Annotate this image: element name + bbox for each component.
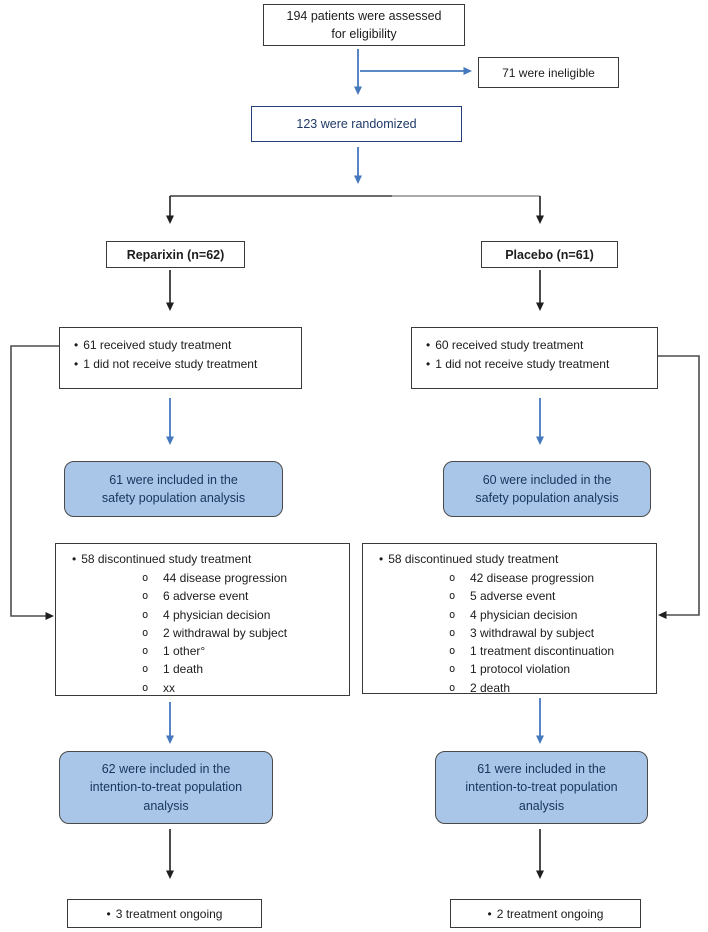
ongoing-box-right: 2 treatment ongoing bbox=[450, 899, 641, 928]
discontinued-item: 6 adverse event bbox=[56, 587, 345, 605]
circle-bullet bbox=[449, 642, 470, 660]
received-item: 61 received study treatment bbox=[74, 336, 293, 355]
received-box-right: 60 received study treatment 1 did not re… bbox=[411, 327, 658, 389]
discontinued-item: 1 treatment discontinuation bbox=[363, 642, 652, 660]
discontinued-item: 1 death bbox=[56, 660, 345, 678]
circle-bullet bbox=[142, 660, 163, 678]
discontinued-item: 42 disease progression bbox=[363, 569, 652, 587]
reparixin-label-text: Reparixin (n=62) bbox=[126, 247, 225, 262]
circle-bullet bbox=[449, 679, 470, 697]
safety-population-box-left: 61 were included in the safety populatio… bbox=[64, 461, 283, 517]
discontinued-item: 4 physician decision bbox=[56, 606, 345, 624]
itt-text: 62 were included in the intention-to-tre… bbox=[89, 761, 243, 813]
circle-bullet bbox=[142, 624, 163, 642]
routing-received-to-discontinued-left bbox=[10, 345, 59, 620]
discontinued-box-right: 58 discontinued study treatment 42 disea… bbox=[362, 543, 657, 697]
routing-received-to-discontinued-right bbox=[658, 355, 700, 619]
discontinued-item: 44 disease progression bbox=[56, 569, 345, 587]
received-item: 60 received study treatment bbox=[426, 336, 649, 355]
received-box-left: 61 received study treatment 1 did not re… bbox=[59, 327, 302, 389]
ongoing-text: 2 treatment ongoing bbox=[488, 907, 604, 921]
arm-label-placebo: Placebo (n=61) bbox=[481, 241, 618, 268]
safety-text: 60 were included in the safety populatio… bbox=[475, 472, 619, 506]
circle-bullet bbox=[449, 569, 470, 587]
randomized-text: 123 were randomized bbox=[296, 117, 417, 131]
arm-label-reparixin: Reparixin (n=62) bbox=[106, 241, 245, 268]
discontinued-item: 5 adverse event bbox=[363, 587, 652, 605]
discontinued-item: 2 withdrawal by subject bbox=[56, 624, 345, 642]
discontinued-header: 58 discontinued study treatment bbox=[56, 550, 345, 569]
circle-bullet bbox=[142, 587, 163, 605]
discontinued-header: 58 discontinued study treatment bbox=[363, 550, 652, 569]
circle-bullet bbox=[142, 642, 163, 660]
discontinued-item: 4 physician decision bbox=[363, 606, 652, 624]
circle-bullet bbox=[449, 606, 470, 624]
discontinued-item: xx bbox=[56, 679, 345, 697]
discontinued-item: 2 death bbox=[363, 679, 652, 697]
circle-bullet bbox=[449, 587, 470, 605]
ongoing-box-left: 3 treatment ongoing bbox=[67, 899, 262, 928]
circle-bullet bbox=[142, 679, 163, 697]
placebo-label-text: Placebo (n=61) bbox=[505, 247, 594, 262]
ineligible-box: 71 were ineligible bbox=[478, 57, 619, 88]
assessed-text: 194 patients were assessed for eligibili… bbox=[286, 9, 442, 41]
randomized-box: 123 were randomized bbox=[251, 106, 462, 142]
ongoing-text: 3 treatment ongoing bbox=[107, 907, 223, 921]
circle-bullet bbox=[449, 624, 470, 642]
circle-bullet bbox=[142, 606, 163, 624]
discontinued-item: 3 withdrawal by subject bbox=[363, 624, 652, 642]
safety-text: 61 were included in the safety populatio… bbox=[101, 472, 246, 506]
received-item: 1 did not receive study treatment bbox=[426, 355, 649, 374]
itt-text: 61 were included in the intention-to-tre… bbox=[465, 761, 618, 813]
circle-bullet bbox=[142, 569, 163, 587]
safety-population-box-right: 60 were included in the safety populatio… bbox=[443, 461, 651, 517]
discontinued-box-left: 58 discontinued study treatment 44 disea… bbox=[55, 543, 350, 696]
discontinued-item: 1 protocol violation bbox=[363, 660, 652, 678]
discontinued-item: 1 other° bbox=[56, 642, 345, 660]
received-item: 1 did not receive study treatment bbox=[74, 355, 293, 374]
circle-bullet bbox=[449, 660, 470, 678]
itt-population-box-left: 62 were included in the intention-to-tre… bbox=[59, 751, 273, 824]
assessed-box: 194 patients were assessed for eligibili… bbox=[263, 4, 465, 46]
ineligible-text: 71 were ineligible bbox=[502, 65, 595, 80]
itt-population-box-right: 61 were included in the intention-to-tre… bbox=[435, 751, 648, 824]
